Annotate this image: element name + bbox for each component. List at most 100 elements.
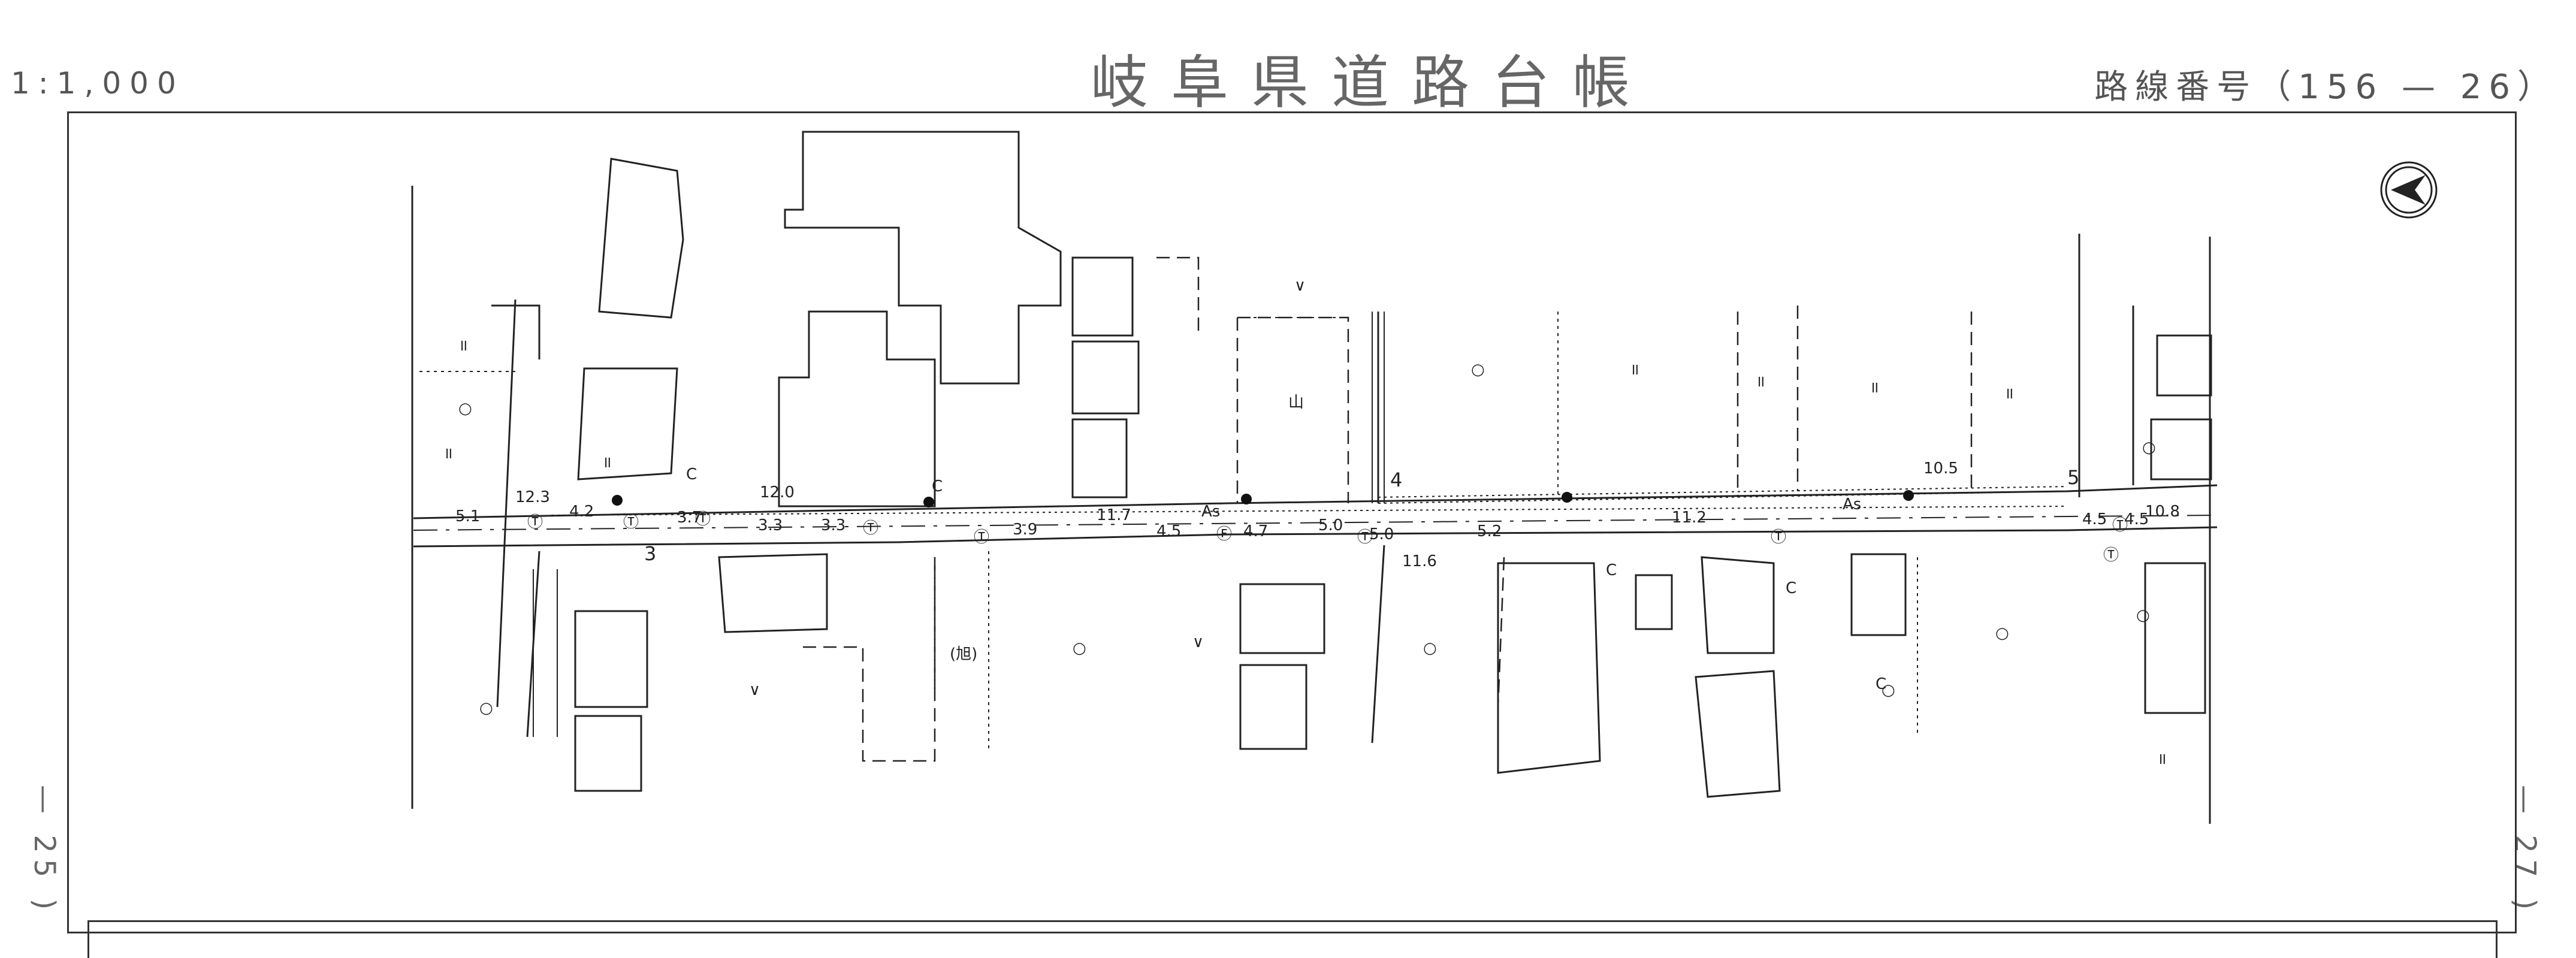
map-symbol: Ⓣ — [2103, 546, 2119, 564]
building — [1635, 574, 1673, 630]
adjacent-sheet-right: — 27 ) — [2508, 785, 2542, 916]
land-use-mark: ॥ — [2004, 385, 2014, 403]
building — [1701, 556, 1775, 654]
building — [2156, 334, 2212, 397]
map-symbol: Ⓣ — [623, 513, 639, 531]
building — [1071, 256, 1134, 337]
building — [1695, 670, 1781, 798]
building — [598, 158, 684, 319]
utility-pole-icon — [612, 495, 623, 506]
road-width-label: 11.6 — [1402, 552, 1437, 570]
land-use-mark: ○ — [1471, 361, 1485, 379]
route-number: 路線番号（156 — 26） — [2094, 60, 2558, 108]
road-width-label: 3.3 — [758, 516, 783, 534]
land-use-mark: ∨ — [1192, 633, 1204, 651]
land-use-mark: C — [932, 478, 943, 495]
road-width-label: 4.5 — [2124, 510, 2149, 528]
building — [784, 131, 1062, 385]
road-width-label: 10.5 — [1923, 460, 1958, 478]
side-road-center — [1372, 312, 1385, 503]
land-use-mark: ○ — [2142, 439, 2156, 457]
route-number-value: 156 — 26 — [2298, 68, 2517, 107]
land-use-mark: ॥ — [1870, 379, 1879, 397]
page-title: 岐阜県道路台帳 — [1091, 49, 1653, 116]
land-use-mark: ॥ — [458, 337, 468, 355]
building — [2144, 562, 2206, 714]
map-symbol: Ⓣ — [527, 513, 543, 531]
route-close: ） — [2517, 68, 2558, 107]
building — [1850, 553, 1907, 636]
building — [1239, 583, 1325, 654]
land-use-mark: ○ — [1073, 639, 1086, 657]
building — [1239, 664, 1307, 750]
land-use-mark: ॥ — [602, 454, 612, 472]
map-scale: 1:1,000 — [11, 66, 185, 101]
map-symbol: Ⓣ — [2112, 516, 2128, 534]
road-width-label: 5.0 — [1369, 525, 1394, 543]
building — [574, 715, 642, 792]
land-use-mark: ○ — [1423, 639, 1437, 657]
parcel-line — [1237, 316, 1349, 503]
land-use-mark: C — [686, 466, 697, 483]
north-arrow-icon — [2391, 175, 2426, 205]
road-width-label: 5.2 — [1477, 522, 1502, 540]
road-width-label: 3.3 — [821, 516, 845, 534]
map-frame — [67, 111, 2517, 933]
building — [1071, 418, 1128, 498]
road-width-label: 12.0 — [760, 483, 795, 501]
utility-pole-icon — [1562, 492, 1572, 503]
road-width-label: 5.0 — [1318, 516, 1343, 534]
north-arrow-icon — [2385, 166, 2433, 214]
road-centerline — [413, 515, 2218, 531]
parcel-line — [1156, 256, 1200, 336]
road-width-label: 11.2 — [1672, 509, 1707, 527]
parcel-line — [1371, 545, 1385, 744]
utility-pole-icon — [1241, 494, 1252, 504]
utility-pole-icon — [1903, 490, 1914, 501]
land-use-mark: ○ — [1882, 681, 1895, 699]
land-use-mark: ॥ — [2157, 750, 2167, 768]
lower-frame — [87, 920, 2498, 958]
parcel-line — [491, 304, 540, 359]
land-use-mark: ॥ — [1756, 373, 1765, 391]
point-number: 3 — [644, 542, 656, 565]
map-symbol: Ⓣ — [1357, 528, 1373, 546]
land-use-mark: C — [1606, 561, 1617, 579]
building — [574, 610, 648, 708]
land-use-mark: ॥ — [1630, 361, 1639, 379]
land-use-mark: ○ — [479, 699, 493, 717]
route-label: 路線番号（ — [2094, 68, 2299, 107]
road-width-label: 4.2 — [569, 503, 594, 521]
map-symbol: Ⓕ — [1216, 525, 1232, 543]
pavement-label: As — [1201, 503, 1220, 521]
road-width-label: 11.7 — [1097, 506, 1131, 524]
building — [1071, 340, 1140, 415]
adjacent-sheet-left: — 25 ) — [28, 785, 61, 916]
side-road-left — [496, 299, 517, 708]
land-use-mark: 山 — [1288, 394, 1304, 412]
road-edge-south — [413, 526, 2218, 548]
road-width-label: 4.5 — [2082, 510, 2107, 528]
building — [778, 310, 936, 507]
hatched-wall — [533, 569, 558, 737]
land-use-mark: C — [1876, 675, 1886, 693]
utility-pole-icon — [923, 497, 934, 507]
road-sidewalk-south — [551, 506, 2068, 516]
land-use-mark: ∨ — [749, 681, 760, 699]
land-use-mark: ॥ — [443, 445, 453, 463]
road-width-label: 3.7 — [677, 509, 702, 527]
building — [577, 367, 678, 480]
road-edge-north — [413, 484, 2218, 519]
road-width-label: 4.7 — [1243, 522, 1268, 540]
map-symbol: Ⓣ — [695, 510, 711, 528]
pavement-label: As — [1843, 495, 1861, 513]
building — [718, 553, 828, 633]
north-arrow-icon — [2380, 161, 2438, 219]
road-width-label: 10.8 — [2145, 503, 2180, 521]
parcel-line — [1497, 557, 1505, 708]
point-number: 5 — [2067, 466, 2079, 489]
land-use-mark: ○ — [2136, 606, 2150, 624]
land-use-mark: ○ — [1995, 624, 2009, 642]
building — [2150, 418, 2212, 480]
